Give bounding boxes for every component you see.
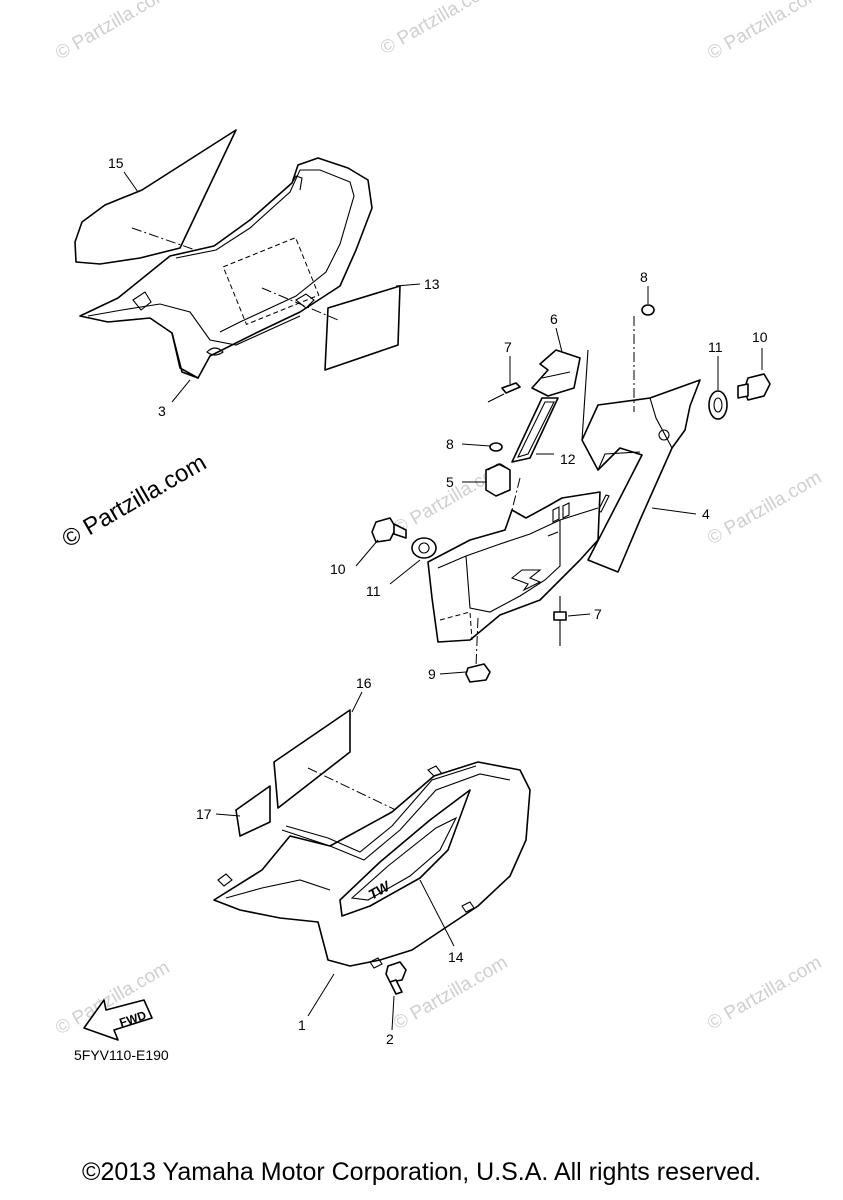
watermark: © Partzilla.com (377, 0, 498, 59)
part-13-decal (261, 285, 401, 371)
callout-6: 6 (550, 311, 558, 327)
diagram-code: 5FYV110-E190 (74, 1047, 169, 1063)
watermark: © Partzilla.com (52, 0, 173, 64)
watermark: © Partzilla.com (704, 467, 825, 549)
part-9-damper (465, 663, 491, 683)
callout-8: 8 (640, 269, 648, 285)
assembly-lines (475, 316, 635, 667)
part-17-decal (235, 785, 271, 837)
part-7-rivet (487, 382, 567, 646)
part-1-side-cover-lower: TW (213, 761, 531, 969)
callout-14: 14 (448, 949, 464, 965)
main-watermark: © Partzilla.com (58, 449, 212, 553)
callout-17: 17 (196, 806, 212, 822)
callout-1: 1 (298, 1017, 306, 1033)
part-2-bolt (385, 961, 407, 995)
part-3-side-cover-upper (79, 157, 373, 379)
callout-8: 8 (446, 436, 454, 452)
callout-2: 2 (386, 1031, 394, 1047)
watermark: © Partzilla.com (704, 952, 825, 1034)
callout-7: 7 (594, 606, 602, 622)
callout-11: 11 (366, 583, 381, 599)
callout-10: 10 (330, 561, 346, 577)
callout-16: 16 (356, 675, 372, 691)
callout-12: 12 (560, 451, 576, 467)
callout-3: 3 (158, 403, 166, 419)
callout-11: 11 (708, 339, 723, 355)
callout-5: 5 (446, 474, 454, 490)
battery-box (427, 491, 601, 643)
callout-15: 15 (108, 155, 124, 171)
callout-4: 4 (702, 506, 710, 522)
part-15-decal (74, 129, 237, 265)
callout-13: 13 (424, 276, 440, 292)
callout-9: 9 (428, 666, 436, 682)
part-6-holder (531, 349, 581, 397)
watermark: © Partzilla.com (704, 0, 825, 64)
part-16-decal (273, 709, 401, 813)
part-12-strap (511, 397, 559, 463)
part-5-clip (485, 463, 511, 497)
callout-10: 10 (752, 329, 768, 345)
part-10-bolt (371, 373, 771, 543)
leader-lines (123, 171, 763, 1031)
copyright-notice: ©2013 Yamaha Motor Corporation, U.S.A. A… (82, 1158, 761, 1186)
part-11-grommet (411, 390, 728, 559)
callout-7: 7 (504, 339, 512, 355)
part-4-bracket (581, 379, 701, 573)
part-8-washer (489, 304, 655, 452)
callouts: 15 13 3 8 10 11 6 7 8 12 5 4 10 11 7 9 1… (108, 155, 768, 1047)
fwd-arrow-icon: FWD (83, 999, 153, 1041)
